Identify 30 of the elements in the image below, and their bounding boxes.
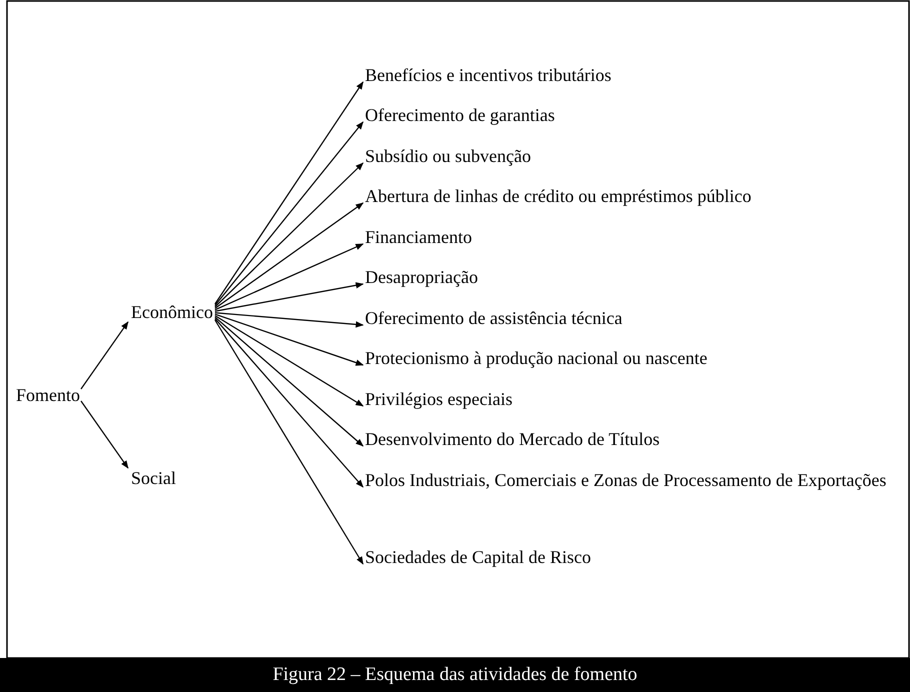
arrow xyxy=(214,162,364,308)
arrow xyxy=(214,282,364,312)
arrow xyxy=(214,243,364,310)
arrow xyxy=(214,81,364,304)
arrow xyxy=(214,202,364,309)
arrow xyxy=(214,121,364,306)
node-label: Abertura de linhas de crédito ou empréstimos público xyxy=(365,186,752,206)
arrow xyxy=(214,312,364,328)
arrow xyxy=(80,400,128,469)
node-label: Social xyxy=(131,468,176,488)
node-label: Subsídio ou subvenção xyxy=(365,146,531,166)
node-label: Oferecimento de garantias xyxy=(365,105,555,125)
node-label: Financiamento xyxy=(365,227,472,247)
node-label: Privilégios especiais xyxy=(365,389,512,409)
arrow xyxy=(214,316,364,447)
arrow xyxy=(214,315,364,407)
node-label: Sociedades de Capital de Risco xyxy=(365,547,591,567)
node-label: Fomento xyxy=(16,385,80,405)
node-label: Desapropriação xyxy=(365,267,478,287)
arrow xyxy=(214,314,364,366)
node-label: Protecionismo à produção nacional ou nascente xyxy=(365,348,708,368)
arrow xyxy=(80,321,128,390)
node-label: Oferecimento de assistência técnica xyxy=(365,308,622,328)
arrow xyxy=(214,318,364,488)
arrow xyxy=(214,320,364,565)
figure-caption: Figura 22 – Esquema das atividades de fomento xyxy=(0,658,910,692)
node-label: Benefícios e incentivos tributários xyxy=(365,65,612,85)
node-label: Polos Industriais, Comerciais e Zonas de Processamento de Exportações xyxy=(365,470,886,490)
node-label: Econômico xyxy=(131,302,213,322)
node-label: Desenvolvimento do Mercado de Títulos xyxy=(365,429,660,449)
